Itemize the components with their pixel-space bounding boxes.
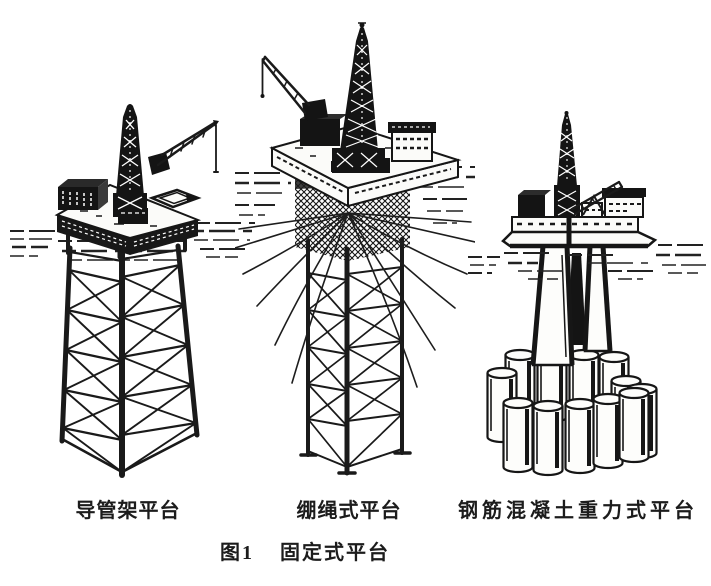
platform-label-gravity: 钢筋混凝土重力式平台 xyxy=(458,500,698,522)
helipad xyxy=(148,188,202,209)
platform-label-jacket: 导管架平台 xyxy=(75,500,181,522)
lattice-tower xyxy=(299,237,412,476)
crane xyxy=(148,120,219,175)
waterline xyxy=(468,244,711,280)
caisson-base-front xyxy=(501,386,651,477)
figure-caption: 图1 固定式平台 xyxy=(220,536,390,565)
gravity-platform-illustration xyxy=(468,111,711,477)
support-columns xyxy=(530,244,613,367)
derrick xyxy=(332,22,385,173)
figure-caption-index: 图1 xyxy=(220,542,254,564)
platform-label-guyed: 绷绳式平台 xyxy=(296,500,402,522)
guy-wires xyxy=(235,212,475,388)
guyed-platform-illustration xyxy=(235,22,475,476)
crane xyxy=(570,180,624,216)
jacket-platform-illustration xyxy=(10,104,255,478)
derrick xyxy=(557,111,577,246)
deck xyxy=(501,216,658,249)
derrick xyxy=(116,104,144,210)
figure-caption-title: 固定式平台 xyxy=(280,542,390,564)
jacket-lattice-tower xyxy=(59,225,200,478)
crane xyxy=(260,55,328,121)
deck-buildings xyxy=(518,185,646,218)
